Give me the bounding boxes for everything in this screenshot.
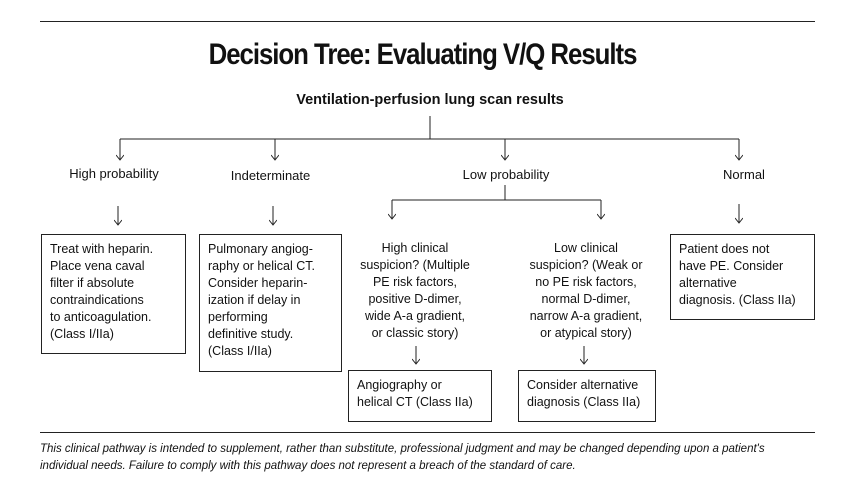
box-line: raphy or helical CT. xyxy=(208,259,315,273)
suspicion-line: suspicion? (Multiple xyxy=(360,258,470,272)
indeterminate-box: Pulmonary angiog- raphy or helical CT. C… xyxy=(199,234,342,372)
suspicion-line: no PE risk factors, xyxy=(535,275,637,289)
box-line: (Class I/IIa) xyxy=(50,327,114,341)
low-clinical-suspicion-text: Low clinical suspicion? (Weak or no PE r… xyxy=(511,240,661,342)
branch-normal: Normal xyxy=(723,167,765,182)
box-line: Place vena caval xyxy=(50,259,145,273)
box-line: Patient does not xyxy=(679,242,770,256)
branch-indeterminate: Indeterminate xyxy=(230,168,311,183)
angiography-box: Angiography or helical CT (Class IIa) xyxy=(348,370,492,422)
box-line: to anticoagulation. xyxy=(50,310,152,324)
suspicion-line: or classic story) xyxy=(371,326,459,340)
branch-high-probability: High probability xyxy=(69,166,159,181)
suspicion-line: wide A-a gradient, xyxy=(364,309,466,323)
bottom-rule xyxy=(40,432,815,433)
suspicion-line: normal D-dimer, xyxy=(541,292,631,306)
high-clinical-suspicion-text: High clinical suspicion? (Multiple PE ri… xyxy=(340,240,490,342)
suspicion-line: or atypical story) xyxy=(540,326,632,340)
box-line: contraindications xyxy=(50,293,144,307)
box-line: ization if delay in xyxy=(208,293,301,307)
box-line: (Class I/IIa) xyxy=(208,344,272,358)
box-line: performing xyxy=(208,310,268,324)
suspicion-line: High clinical xyxy=(381,241,449,255)
branch-low-probability: Low probability xyxy=(462,167,550,182)
box-line: diagnosis. (Class IIa) xyxy=(679,293,796,307)
diagram-subtitle: Ventilation-perfusion lung scan results xyxy=(296,92,564,108)
normal-box: Patient does not have PE. Consider alter… xyxy=(670,234,815,320)
box-line: have PE. Consider xyxy=(679,259,784,273)
box-line: Consider heparin- xyxy=(208,276,308,290)
suspicion-line: narrow A-a gradient, xyxy=(529,309,643,323)
box-line: alternative xyxy=(679,276,737,290)
box-line: definitive study. xyxy=(208,327,294,341)
suspicion-line: PE risk factors, xyxy=(372,275,458,289)
box-line: helical CT (Class IIa) xyxy=(357,395,473,409)
box-line: Pulmonary angiog- xyxy=(208,242,313,256)
box-line: Angiography or xyxy=(357,378,442,392)
box-line: diagnosis (Class IIa) xyxy=(527,395,641,409)
suspicion-line: Low clinical xyxy=(554,241,618,255)
disclaimer-footer: This clinical pathway is intended to sup… xyxy=(40,443,765,472)
suspicion-line: suspicion? (Weak or xyxy=(529,258,643,272)
top-rule xyxy=(40,21,815,22)
diagram-title: Decision Tree: Evaluating V/Q Results xyxy=(208,38,638,71)
high-probability-box: Treat with heparin. Place vena caval fil… xyxy=(41,234,186,354)
suspicion-line: positive D-dimer, xyxy=(368,292,462,306)
box-line: filter if absolute xyxy=(50,276,135,290)
box-line: Consider alternative xyxy=(527,378,639,392)
box-line: Treat with heparin. xyxy=(50,242,154,256)
consider-alternative-box: Consider alternative diagnosis (Class II… xyxy=(518,370,656,422)
